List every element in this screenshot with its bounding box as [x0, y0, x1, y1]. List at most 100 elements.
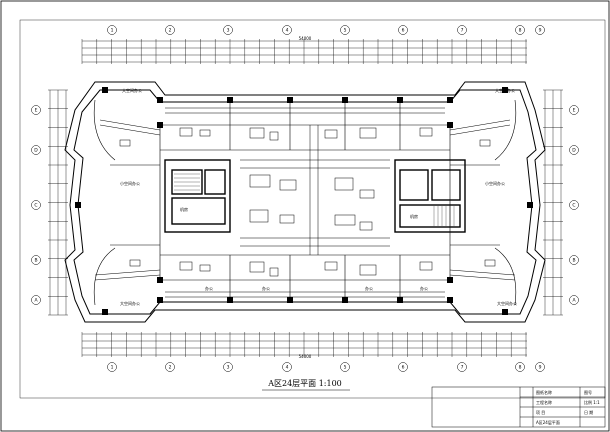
equipment-box: [279, 214, 295, 224]
title-block-row: 图纸名称: [536, 389, 552, 395]
grid-label: B: [572, 258, 575, 264]
column: [227, 297, 233, 303]
column: [447, 97, 453, 103]
grid-label: E: [573, 108, 576, 114]
grid-bubble: D: [569, 145, 579, 155]
grid-bubble: 1: [107, 25, 117, 35]
grid-label: A: [34, 298, 38, 304]
grid-label: 2: [169, 365, 172, 371]
grid-axis-right: E D C B A: [569, 105, 579, 305]
equipment-box: [334, 177, 354, 191]
grid-label: 9: [539, 365, 542, 371]
column: [102, 87, 108, 93]
column: [447, 297, 453, 303]
bottom-dimension-lines: [82, 333, 527, 356]
equipment-box: [249, 174, 271, 188]
equipment-box: [324, 261, 338, 271]
grid-label: 6: [402, 28, 405, 34]
grid-label: 7: [461, 365, 464, 371]
column: [527, 202, 533, 208]
grid-label: 1: [111, 28, 114, 34]
title-block-side: 比例 1:1: [584, 399, 600, 405]
room-label: 大空间办公: [497, 300, 517, 306]
grid-label: 4: [286, 28, 289, 34]
equipment-box: [279, 179, 297, 191]
grid-bubble: 6: [398, 362, 408, 372]
overall-dimension-top: 54000: [299, 36, 312, 41]
grid-label: D: [572, 148, 576, 154]
column: [397, 297, 403, 303]
column: [157, 297, 163, 303]
column: [227, 97, 233, 103]
grid-label: 1: [111, 365, 114, 371]
column: [342, 297, 348, 303]
grid-label: 7: [461, 28, 464, 34]
grid-bubble: 8: [515, 362, 525, 372]
grid-label: A: [572, 298, 576, 304]
inner-frame: [19, 19, 606, 399]
column: [102, 309, 108, 315]
grid-bubble: 4: [282, 25, 292, 35]
column: [287, 297, 293, 303]
grid-bubble: 8: [515, 25, 525, 35]
grid-bubble: 4: [282, 362, 292, 372]
drawing-title: A区24层平面 1:100: [267, 379, 342, 388]
equipment-box: [199, 264, 211, 272]
grid-bubble: 5: [340, 25, 350, 35]
title-block: [431, 386, 606, 428]
column: [502, 87, 508, 93]
grid-bubble: A: [31, 295, 41, 305]
column: [157, 97, 163, 103]
title-block-row: 工程名称: [536, 399, 552, 405]
grid-bubble: 7: [457, 25, 467, 35]
structural-columns: [75, 87, 533, 315]
grid-label: 8: [519, 365, 522, 371]
equipment-box: [179, 127, 193, 137]
grid-bubble: 9: [535, 25, 545, 35]
dimension-ticks: [48, 39, 563, 357]
grid-bubble: E: [569, 105, 579, 115]
room-label: 大空间办公: [495, 87, 515, 93]
grid-label: 6: [402, 365, 405, 371]
grid-label: 4: [286, 365, 289, 371]
grid-bubble: A: [569, 295, 579, 305]
grid-bubble: 3: [223, 362, 233, 372]
grid-label: 3: [227, 28, 230, 34]
column: [287, 97, 293, 103]
equipment-box: [419, 261, 433, 271]
equipment-box: [249, 209, 269, 223]
grid-label: 8: [519, 28, 522, 34]
grid-bubble: D: [31, 145, 41, 155]
equipment-box: [129, 259, 141, 267]
room-label: 办公: [365, 285, 373, 291]
stair-hatching: [174, 173, 455, 226]
room-label: 大空间办公: [120, 300, 140, 306]
grid-bubble: B: [569, 255, 579, 265]
grid-bubble: C: [569, 200, 579, 210]
equipment-box: [359, 189, 375, 199]
equipment-box: [179, 261, 193, 271]
grid-bubble: C: [31, 200, 41, 210]
equipment-box: [419, 127, 433, 137]
room-label: 机房: [180, 206, 188, 212]
building-cores: [164, 159, 466, 233]
room-label: 办公: [262, 285, 270, 291]
equipment-box: [249, 261, 265, 273]
grid-label: 9: [539, 28, 542, 34]
room-label: 小空间办公: [485, 180, 505, 186]
equipment-box: [334, 214, 356, 226]
title-block-side: 日 期: [584, 409, 593, 415]
column: [75, 202, 81, 208]
grid-label: E: [35, 108, 38, 114]
duct-runs: [94, 107, 516, 298]
grid-bubble: 7: [457, 362, 467, 372]
grid-label: 5: [344, 365, 347, 371]
grid-bubble: 9: [535, 362, 545, 372]
room-label: 办公: [420, 285, 428, 291]
overall-dimension-bottom: 54000: [299, 354, 312, 359]
column: [447, 277, 453, 283]
